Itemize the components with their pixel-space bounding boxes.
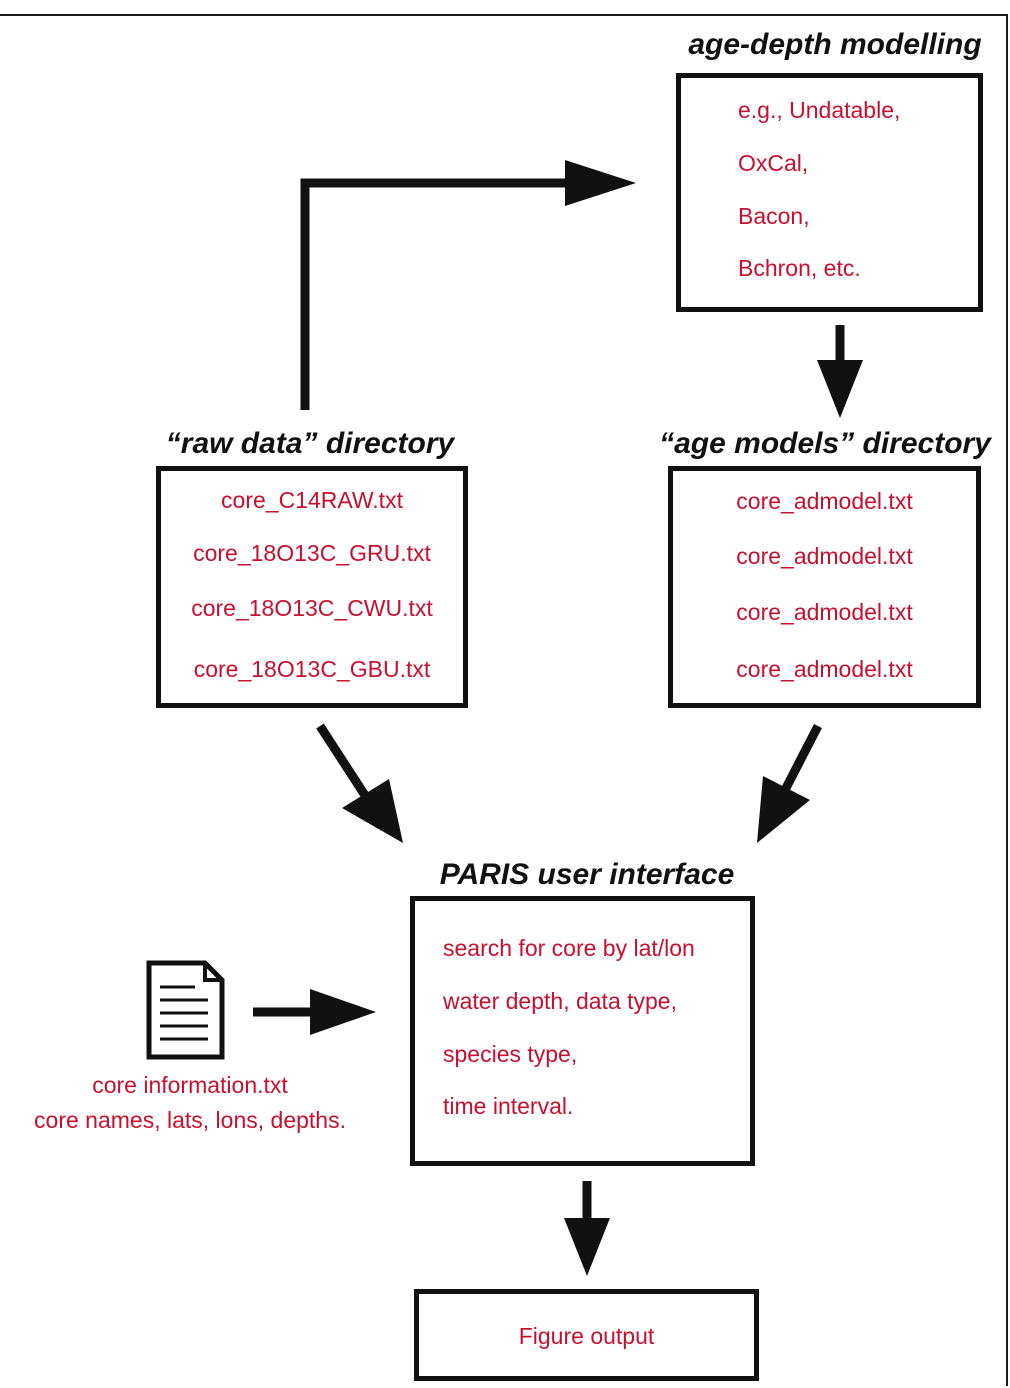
paris-item: search for core by lat/lon [443, 935, 695, 961]
arrowhead-raw-to-paris [342, 779, 403, 843]
document-icon [146, 960, 225, 1060]
age-model-file: core_admodel.txt [736, 599, 913, 625]
paris-item: time interval. [443, 1093, 574, 1119]
arrowhead-agedepth-to-agemodels [817, 360, 863, 418]
figure-output-label: Figure output [518, 1323, 655, 1349]
age-depth-item: Bchron, etc. [738, 255, 861, 281]
raw-data-file: core_18O13C_GRU.txt [193, 540, 431, 566]
age-depth-modelling-title: age-depth modelling [688, 28, 982, 61]
raw-data-directory-title: “raw data” directory [165, 427, 455, 460]
age-models-directory-box [668, 466, 981, 708]
core-info-description: core names, lats, lons, depths. [34, 1107, 346, 1133]
paris-user-interface-box [410, 896, 755, 1166]
arrow-raw-to-agedepth [300, 178, 575, 410]
paris-user-interface-title: PARIS user interface [439, 858, 735, 891]
arrowhead-raw-to-agedepth [565, 160, 636, 206]
raw-data-file: core_C14RAW.txt [221, 487, 403, 513]
arrowhead-agemodels-to-paris [757, 776, 810, 843]
arrow-agemodels-to-paris [781, 723, 822, 793]
age-models-directory-title: “age models” directory [659, 427, 991, 460]
age-depth-item: Bacon, [738, 203, 810, 229]
age-model-file: core_admodel.txt [736, 543, 913, 569]
figure-frame [0, 14, 1008, 1386]
raw-data-file: core_18O13C_GBU.txt [193, 656, 431, 682]
age-model-file: core_admodel.txt [736, 488, 913, 514]
figure-output-box [414, 1289, 759, 1381]
arrowhead-coreinfo-to-paris [310, 989, 376, 1035]
core-info-filename: core information.txt [92, 1072, 288, 1098]
age-depth-item: e.g., Undatable, [738, 97, 901, 123]
raw-data-file: core_18O13C_CWU.txt [191, 595, 433, 621]
paris-item: species type, [443, 1041, 578, 1067]
arrowhead-paris-to-output [564, 1218, 610, 1276]
raw-data-directory-box [156, 466, 468, 708]
paris-item: water depth, data type, [443, 988, 677, 1014]
age-model-file: core_admodel.txt [736, 656, 913, 682]
arrow-raw-to-paris [316, 723, 372, 803]
age-depth-modelling-box [676, 73, 983, 312]
age-depth-item: OxCal, [738, 150, 809, 176]
